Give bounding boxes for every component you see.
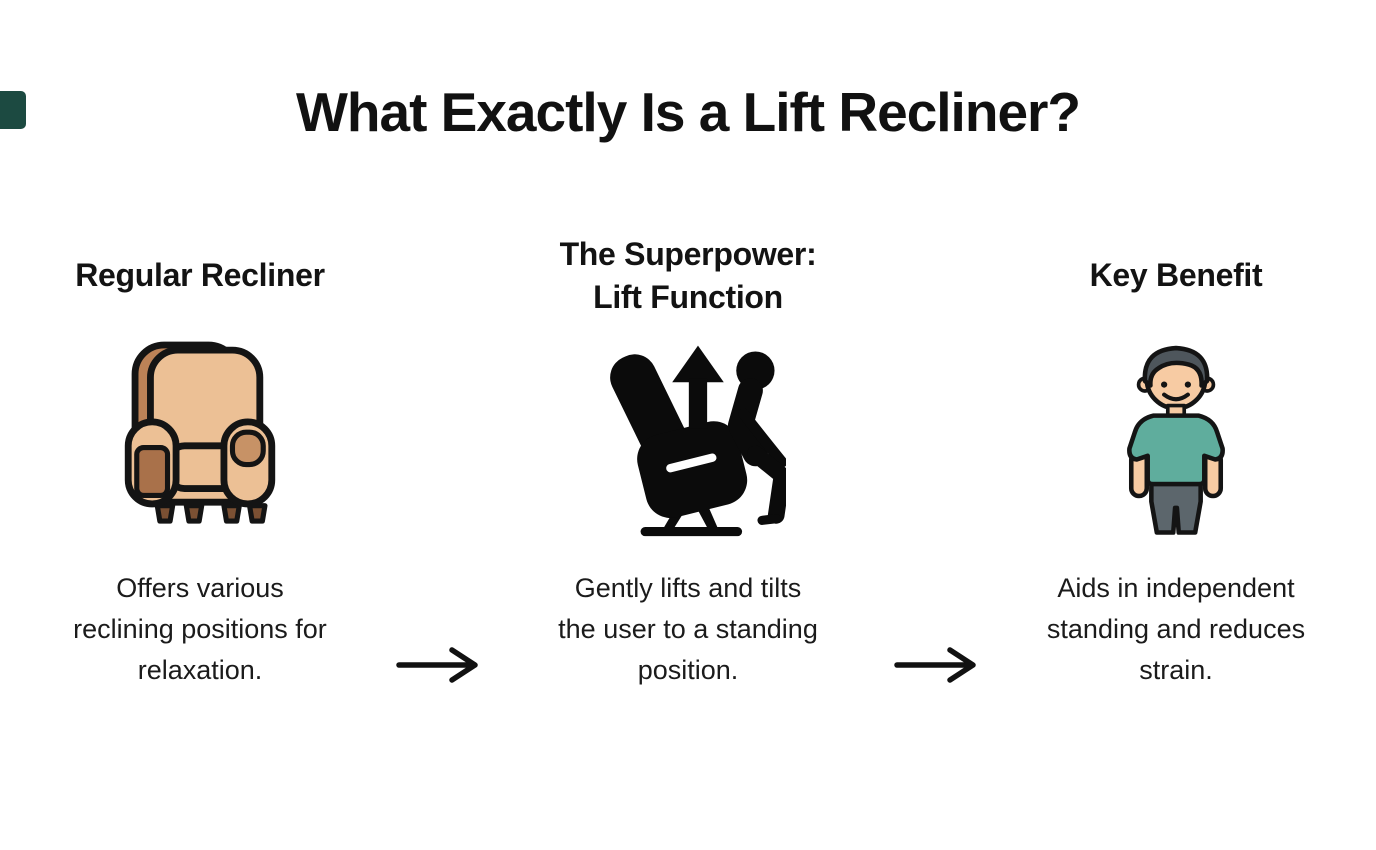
description-line: Gently lifts and tilts — [574, 572, 802, 603]
description-line: Aids in independent — [1057, 572, 1295, 603]
standing-person-icon — [1116, 324, 1236, 542]
column-description: Gently lifts and tilts the user to a sta… — [558, 568, 818, 691]
description-line: the user to a standing — [558, 613, 818, 644]
description-line: standing and reduces — [1046, 613, 1306, 644]
columns-row: Regular Recliner — [0, 228, 1376, 691]
connector-2 — [888, 228, 986, 683]
description-line: position. — [637, 654, 739, 685]
armchair-icon — [106, 324, 294, 542]
column-key-benefit: Key Benefit — [986, 228, 1366, 691]
column-regular-recliner: Regular Recliner — [10, 228, 390, 691]
column-heading: The Superpower: Lift Function — [560, 228, 817, 324]
right-arrow-icon — [894, 646, 976, 683]
column-heading: Key Benefit — [1090, 228, 1263, 324]
heading-line: Regular Recliner — [75, 257, 325, 294]
standing-person-illustration — [1127, 345, 1225, 535]
lift-recliner-icon — [590, 324, 786, 542]
right-arrow-icon — [396, 646, 478, 683]
column-description: Aids in independent standing and reduces… — [1047, 568, 1305, 691]
lift-recliner-illustration — [610, 345, 786, 536]
description-line: relaxation. — [137, 654, 263, 685]
heading-line: Lift Function — [593, 278, 783, 315]
description-line: reclining positions for — [73, 613, 327, 644]
description-line: Offers various — [116, 572, 284, 603]
column-description: Offers various reclining positions for r… — [73, 568, 327, 691]
heading-line: Key Benefit — [1089, 257, 1263, 294]
corner-accent-mark — [0, 91, 26, 129]
column-lift-function: The Superpower: Lift Function — [488, 228, 888, 691]
description-line: strain. — [1139, 654, 1213, 685]
column-heading: Regular Recliner — [75, 228, 325, 324]
page-title: What Exactly Is a Lift Recliner? — [295, 81, 1081, 143]
heading-line: The Superpower: — [559, 236, 817, 273]
connector-1 — [390, 228, 488, 683]
armchair-illustration — [124, 341, 276, 524]
